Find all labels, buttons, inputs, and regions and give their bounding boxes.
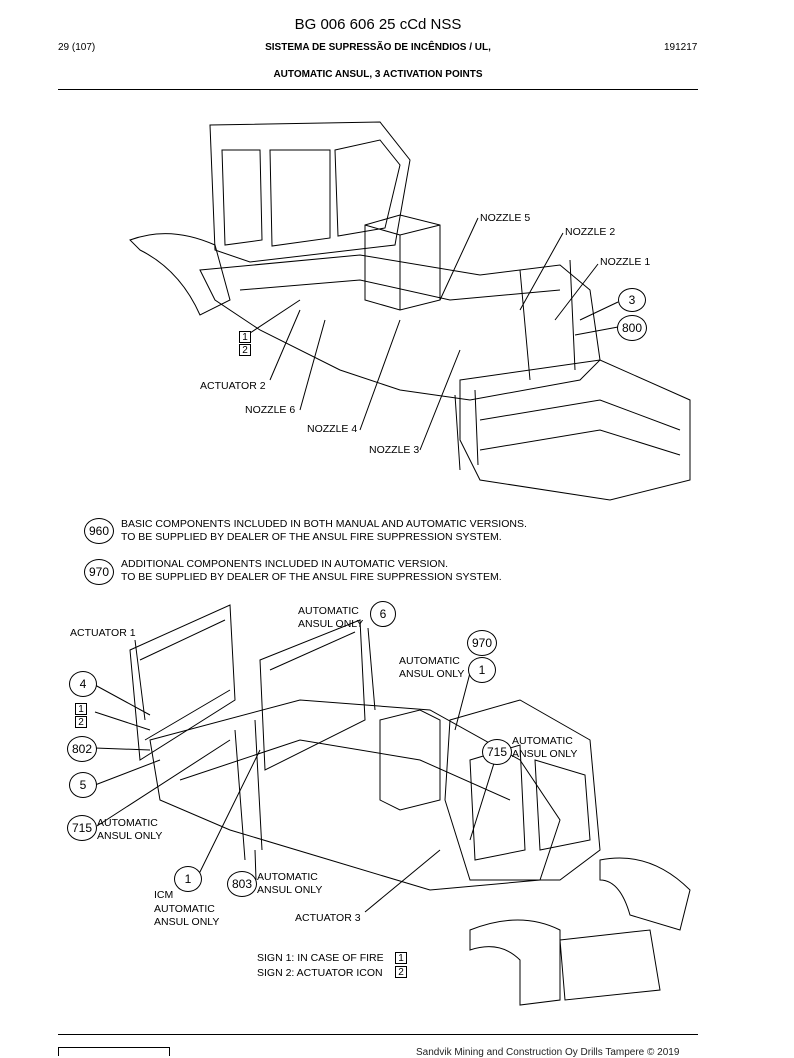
nozzle-4-label: NOZZLE 4 xyxy=(307,423,358,435)
auto-only-6-line2: ANSUL ONLY xyxy=(298,618,364,630)
ref-1-top-callout: 1 xyxy=(468,657,496,683)
auto-only-1-line2: ANSUL ONLY xyxy=(399,668,465,680)
top-machine-drawing xyxy=(129,121,691,501)
legend-960-line2: TO BE SUPPLIED BY DEALER OF THE ANSUL FI… xyxy=(121,531,502,543)
auto-only-715r-line1: AUTOMATIC xyxy=(512,735,573,747)
ref-800-callout: 800 xyxy=(617,315,647,341)
ref-802-callout: 802 xyxy=(67,736,97,762)
sign-caption-1-box: 1 xyxy=(395,952,407,964)
ref-715-left-callout: 715 xyxy=(67,815,97,841)
auto-only-715l-line2: ANSUL ONLY xyxy=(97,830,163,842)
header-divider xyxy=(58,89,698,90)
footer-divider xyxy=(58,1034,698,1035)
auto-only-1-line1: AUTOMATIC xyxy=(399,655,460,667)
document-id: BG 006 606 25 cCd NSS xyxy=(294,16,462,33)
icm-auto-line1: AUTOMATIC xyxy=(154,903,215,915)
ref-5-callout: 5 xyxy=(69,772,97,798)
actuator-1-label: ACTUATOR 1 xyxy=(70,627,136,639)
bottom-sign-1-box: 1 xyxy=(75,703,87,715)
sign-2-caption: SIGN 2: ACTUATOR ICON xyxy=(257,967,383,979)
sign-1-box: 1 xyxy=(239,331,251,343)
legend-ref-970: 970 xyxy=(84,559,114,585)
nozzle-6-label: NOZZLE 6 xyxy=(245,404,296,416)
ref-6-callout: 6 xyxy=(370,601,396,627)
icm-label: ICM xyxy=(154,889,174,901)
page-title: SISTEMA DE SUPRESSÃO DE INCÊNDIOS / UL, xyxy=(265,42,491,53)
bottom-machine-drawing xyxy=(94,604,691,1006)
nozzle-2-label: NOZZLE 2 xyxy=(565,226,616,238)
nozzle-3-label: NOZZLE 3 xyxy=(369,444,420,456)
ref-803-callout: 803 xyxy=(227,871,257,897)
ref-715-right-callout: 715 xyxy=(482,739,512,765)
auto-only-715r-line2: ANSUL ONLY xyxy=(512,748,578,760)
nozzle-5-label: NOZZLE 5 xyxy=(480,212,531,224)
bottom-sign-2-box: 2 xyxy=(75,716,87,728)
ref-4-callout: 4 xyxy=(69,671,97,697)
legend-960-line1: BASIC COMPONENTS INCLUDED IN BOTH MANUAL… xyxy=(121,518,527,530)
ref-3-callout: 3 xyxy=(618,288,646,312)
company-logo xyxy=(58,1047,170,1056)
auto-only-6-line1: AUTOMATIC xyxy=(298,605,359,617)
sign-1-caption: SIGN 1: IN CASE OF FIRE xyxy=(257,952,384,964)
legend-item-960: BASIC COMPONENTS INCLUDED IN BOTH MANUAL… xyxy=(121,518,527,544)
ref-970-callout: 970 xyxy=(467,630,497,656)
legend-item-970: ADDITIONAL COMPONENTS INCLUDED IN AUTOMA… xyxy=(121,558,502,584)
actuator-3-label: ACTUATOR 3 xyxy=(295,912,361,924)
actuator-2-label: ACTUATOR 2 xyxy=(200,380,266,392)
ref-1-icm-callout: 1 xyxy=(174,866,202,892)
document-date: 191217 xyxy=(664,42,698,53)
auto-only-803-line2: ANSUL ONLY xyxy=(257,884,323,896)
auto-only-803-line1: AUTOMATIC xyxy=(257,871,318,883)
icm-auto-line2: ANSUL ONLY xyxy=(154,916,220,928)
legend-970-line2: TO BE SUPPLIED BY DEALER OF THE ANSUL FI… xyxy=(121,571,502,583)
page-number: 29 (107) xyxy=(58,42,96,53)
nozzle-1-label: NOZZLE 1 xyxy=(600,256,651,268)
legend-970-line1: ADDITIONAL COMPONENTS INCLUDED IN AUTOMA… xyxy=(121,558,449,570)
sign-2-box: 2 xyxy=(239,344,251,356)
auto-only-715l-line1: AUTOMATIC xyxy=(97,817,158,829)
legend-ref-960: 960 xyxy=(84,518,114,544)
sign-caption-2-box: 2 xyxy=(395,966,407,978)
page-subtitle: AUTOMATIC ANSUL, 3 ACTIVATION POINTS xyxy=(273,69,483,80)
